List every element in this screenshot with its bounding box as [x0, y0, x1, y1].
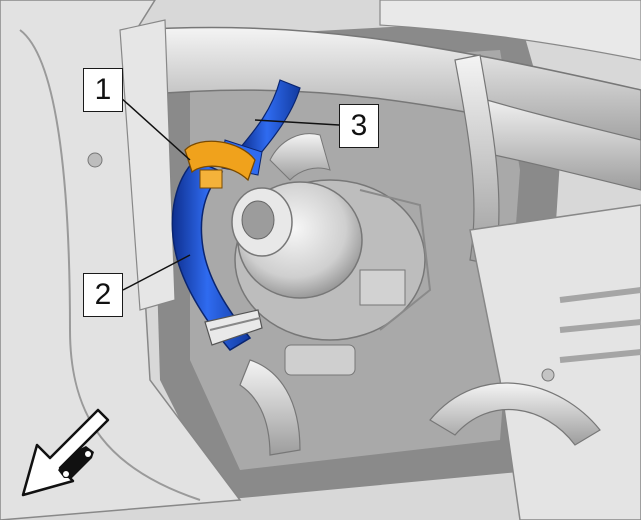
hose-clamp-highlight	[184, 140, 256, 182]
lower-clamp-band	[209, 317, 261, 331]
lower-hose-clamp	[204, 309, 263, 346]
leader-line-1	[119, 96, 191, 161]
callout-1-number: 1	[94, 73, 112, 106]
left-strut	[119, 19, 176, 311]
leader-line-2	[122, 254, 191, 291]
turbo-edge	[359, 189, 432, 331]
feed-line	[269, 133, 331, 181]
top-right-panel	[379, 0, 641, 61]
callout-1: 1	[83, 68, 123, 112]
callout-2-number: 2	[94, 278, 112, 311]
bracket	[284, 344, 356, 376]
secondary-pipe	[469, 94, 641, 191]
panel-ribs	[559, 287, 641, 363]
panel-bolt	[87, 152, 103, 168]
clamp-tab	[199, 169, 223, 189]
hose-highlight	[171, 159, 252, 351]
turbo-actuator	[359, 269, 406, 306]
left-body-panel	[0, 0, 242, 520]
turbo-outlet-bore	[241, 200, 275, 240]
lower-pipe	[429, 382, 601, 446]
vehicle-front-direction-icon	[21, 408, 110, 497]
callout-2: 2	[83, 273, 123, 317]
panel-edge	[19, 29, 201, 501]
right-panel-bolt	[541, 368, 555, 382]
leader-line-3	[254, 119, 340, 126]
callout-3: 3	[339, 104, 379, 148]
lower-left-pipe	[239, 359, 301, 456]
right-lower-panel	[469, 204, 641, 520]
callout-3-number: 3	[350, 109, 368, 142]
